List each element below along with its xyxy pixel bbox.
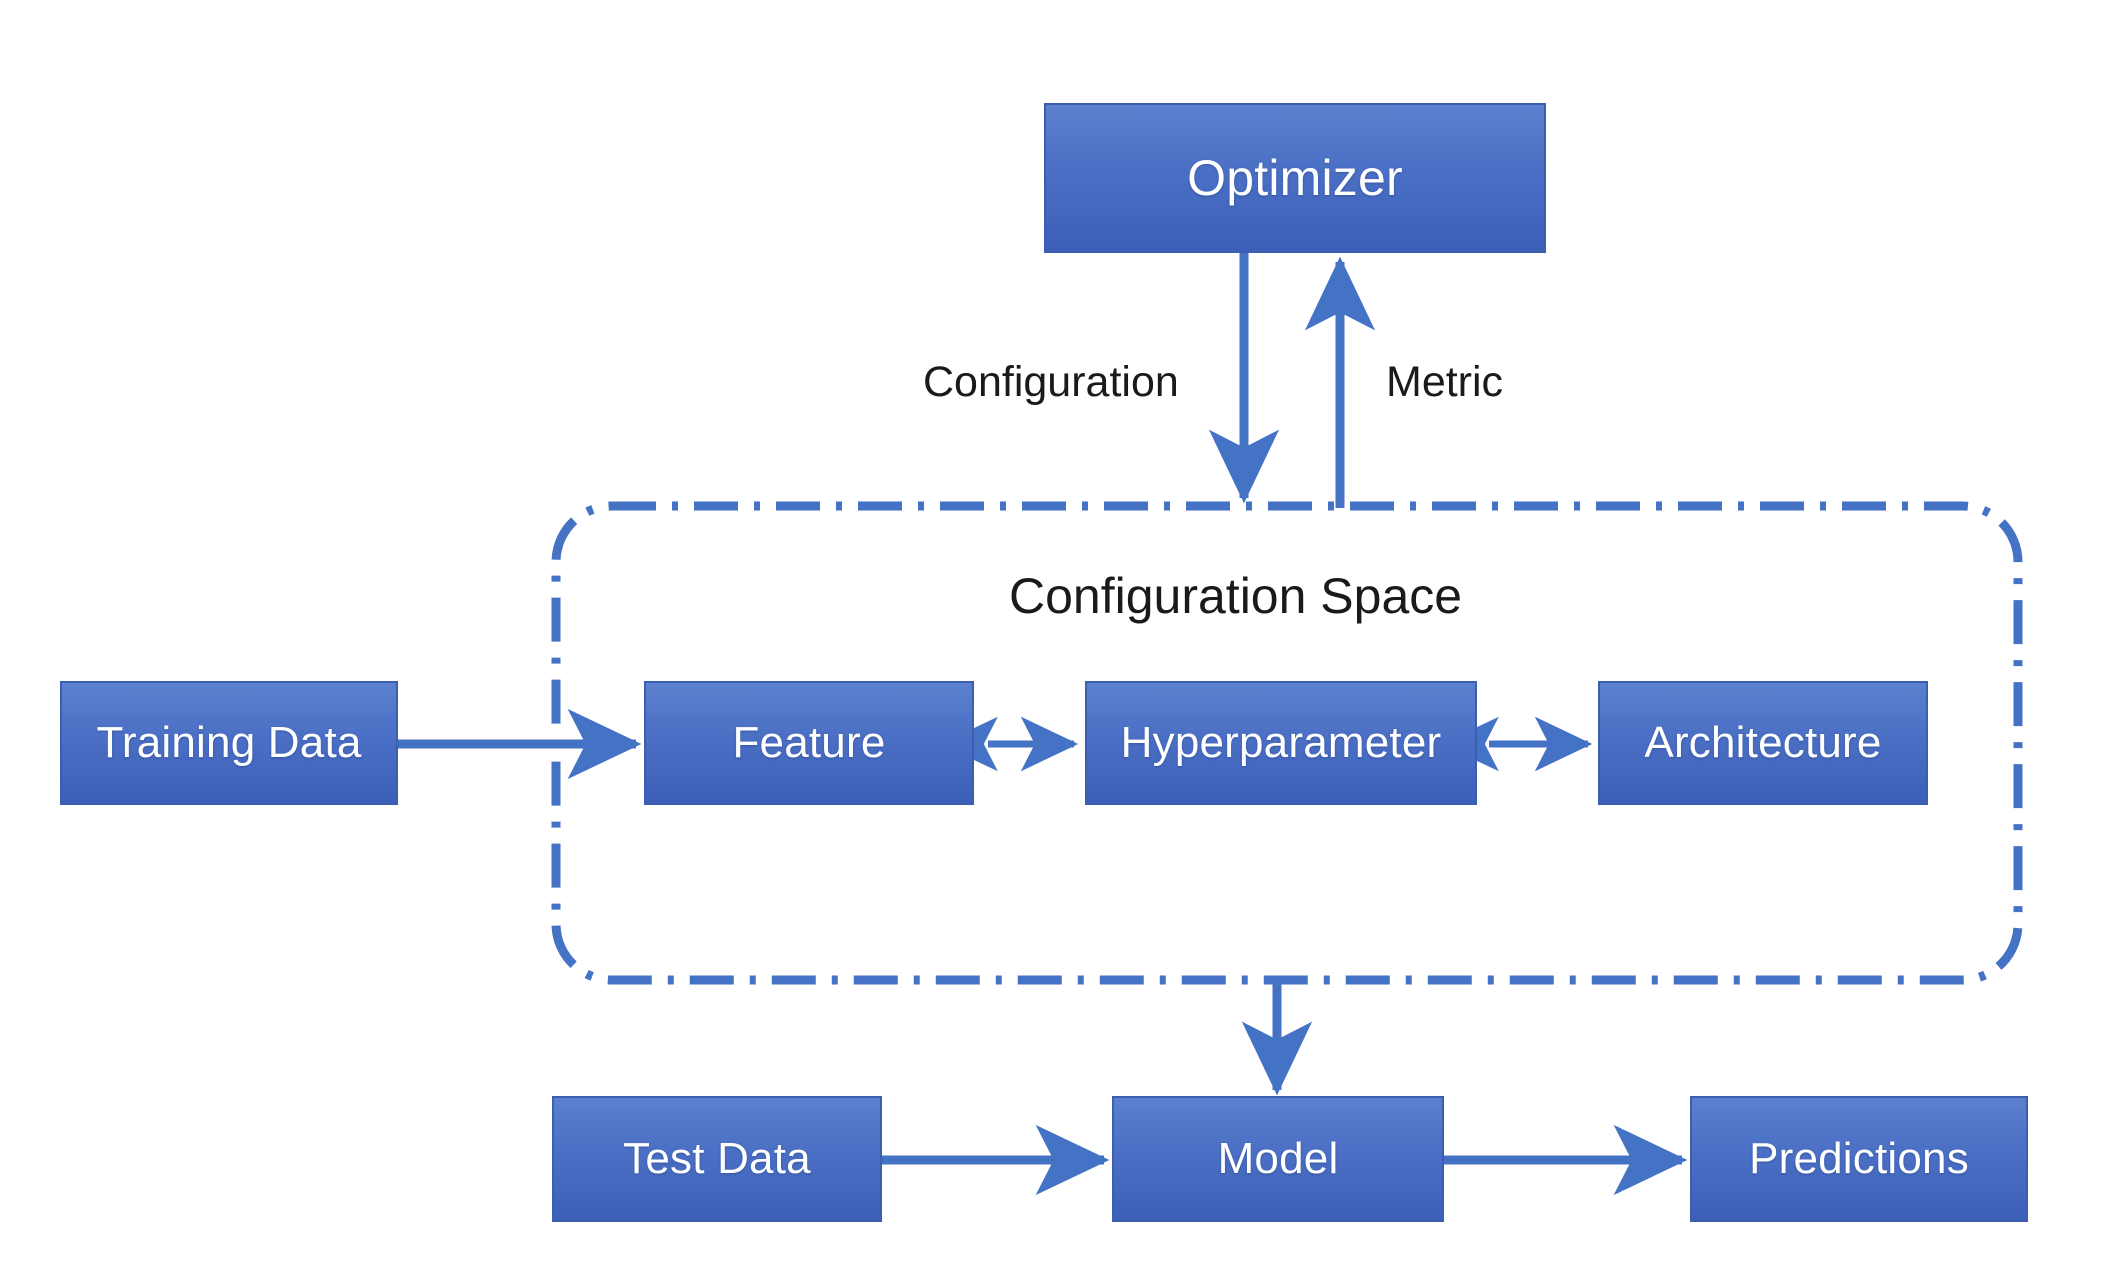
node-hyperparameter[interactable]: Hyperparameter: [1085, 681, 1477, 805]
node-model[interactable]: Model: [1112, 1096, 1444, 1222]
node-optimizer[interactable]: Optimizer: [1044, 103, 1546, 253]
node-architecture-label: Architecture: [1644, 718, 1882, 767]
node-optimizer-label: Optimizer: [1187, 150, 1403, 206]
node-feature-label: Feature: [732, 718, 886, 767]
node-architecture[interactable]: Architecture: [1598, 681, 1928, 805]
node-model-label: Model: [1217, 1134, 1339, 1183]
edge-label-configuration: Configuration: [923, 358, 1179, 406]
node-hyperparameter-label: Hyperparameter: [1120, 718, 1442, 767]
node-test-data-label: Test Data: [623, 1134, 811, 1183]
configuration-space-title: Configuration Space: [1009, 568, 1463, 624]
node-feature[interactable]: Feature: [644, 681, 974, 805]
node-test-data[interactable]: Test Data: [552, 1096, 882, 1222]
node-predictions-label: Predictions: [1749, 1134, 1969, 1183]
node-training-data-label: Training Data: [96, 718, 362, 767]
node-training-data[interactable]: Training Data: [60, 681, 398, 805]
node-predictions[interactable]: Predictions: [1690, 1096, 2028, 1222]
edge-label-metric: Metric: [1386, 358, 1504, 406]
